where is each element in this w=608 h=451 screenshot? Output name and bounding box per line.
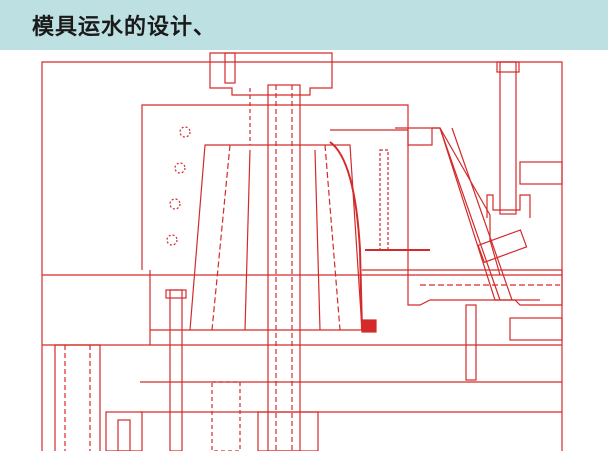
cone-core-curve (329, 141, 363, 331)
gate-block (361, 319, 377, 333)
left-pin (169, 289, 183, 451)
cooling-channels (166, 126, 191, 246)
screw-pocket (486, 194, 531, 218)
slide-title: 模具运水的设计、 (32, 15, 217, 40)
angle-pin (439, 127, 513, 301)
cooling-channel (169, 198, 181, 210)
locating-ring (224, 52, 236, 84)
cooling-channel (174, 162, 186, 174)
cooling-channel (179, 126, 191, 138)
a-plate-right (395, 127, 540, 301)
ejector-guide (211, 381, 241, 451)
ejector-pin (465, 304, 477, 381)
ejector-plate-block (257, 411, 319, 451)
side-bolt (519, 161, 563, 185)
center-rod (267, 84, 301, 451)
cooling-channel (166, 234, 178, 246)
core-line (314, 149, 321, 331)
support-pillar (54, 344, 101, 451)
sprue-bushing (209, 52, 333, 96)
side-bolt (509, 317, 563, 341)
insert-block (330, 129, 409, 271)
angle-pin-block (477, 229, 528, 264)
cavity-plate (141, 104, 501, 276)
slide-header: 模具运水的设计、 (0, 0, 608, 50)
top-screw-head (496, 61, 520, 73)
core-line (244, 149, 251, 331)
bottom-screw-pocket (105, 411, 143, 451)
top-screw (499, 61, 517, 215)
core-hidden-line (211, 144, 231, 331)
insert-channel (379, 149, 389, 251)
core-hidden-line (324, 144, 341, 331)
outer-frame (41, 61, 563, 451)
bottom-screw (117, 419, 131, 451)
slider (407, 269, 563, 306)
left-pin-head (165, 289, 187, 299)
